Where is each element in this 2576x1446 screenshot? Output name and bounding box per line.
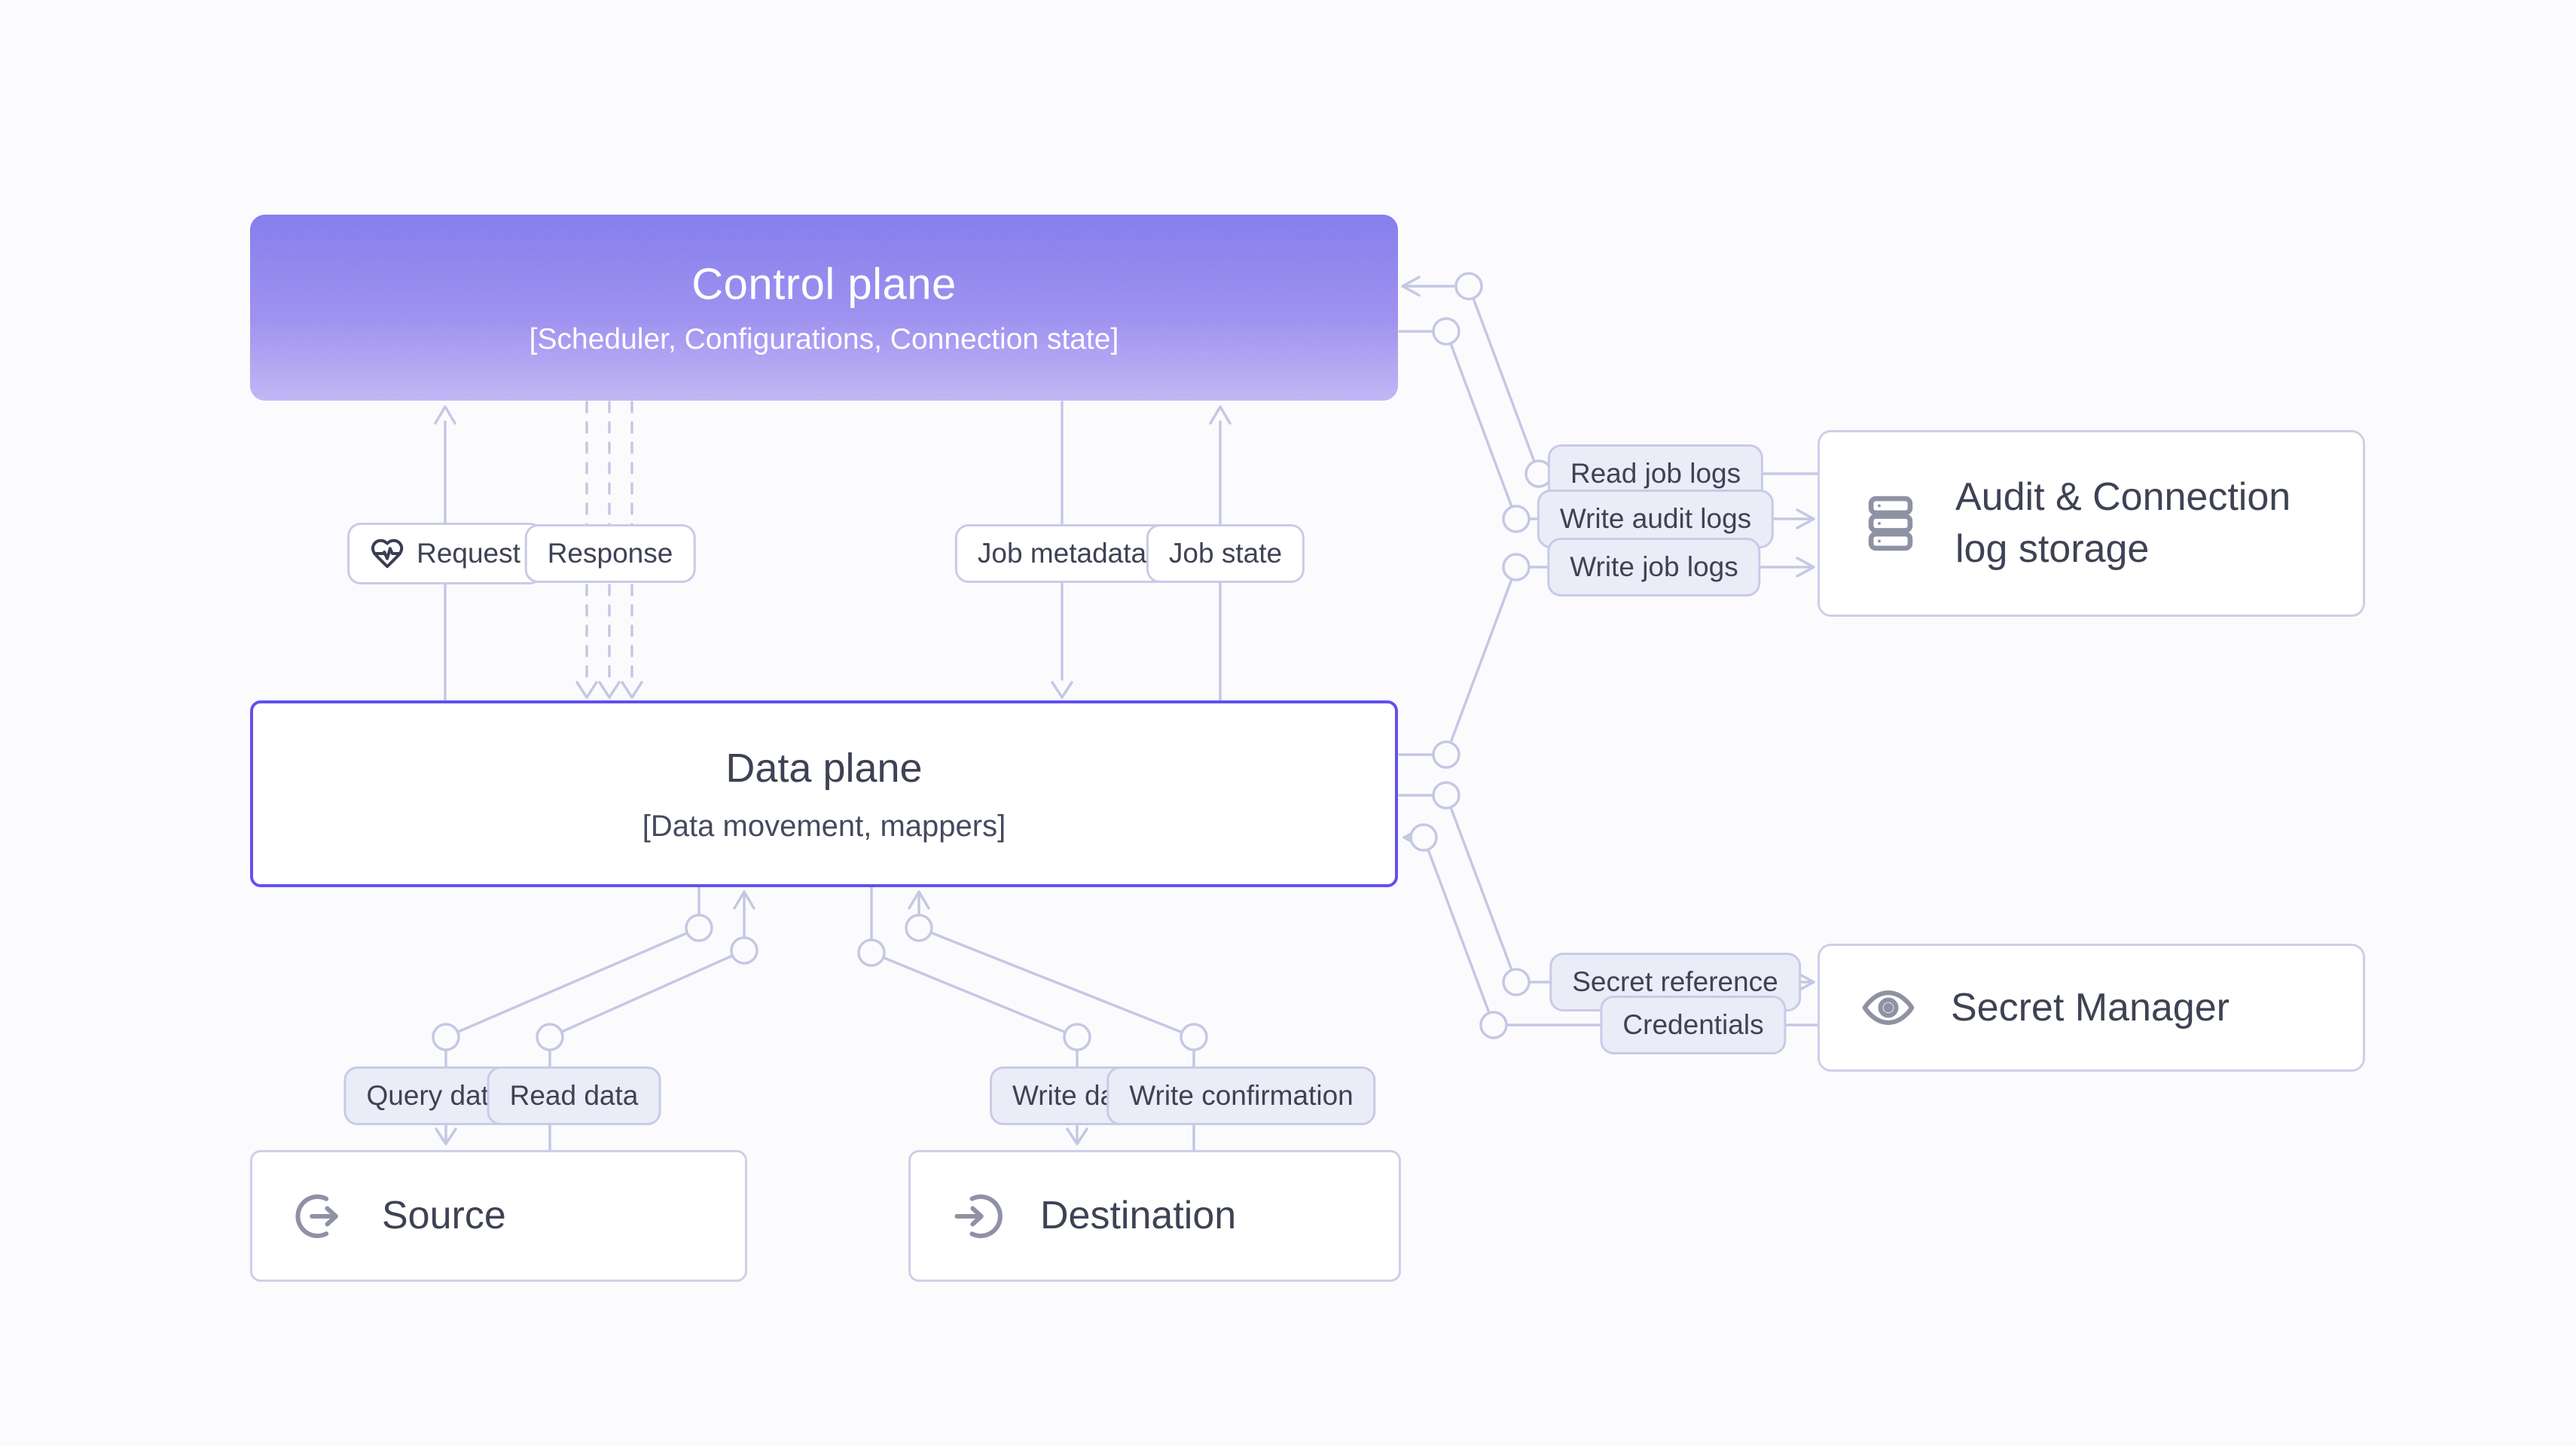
- control-plane-box: Control plane [Scheduler, Configurations…: [250, 215, 1398, 401]
- credentials-label: Credentials: [1600, 996, 1787, 1054]
- destination-title: Destination: [1040, 1194, 1237, 1238]
- junction-circles: [432, 272, 1553, 1051]
- destination-box: Destination: [908, 1150, 1401, 1282]
- response-label: Response: [524, 524, 696, 583]
- data-plane-box: Data plane [Data movement, mappers]: [250, 700, 1398, 887]
- control-plane-title: Control plane: [691, 260, 957, 309]
- eye-icon: [1859, 978, 1918, 1037]
- data-plane-title: Data plane: [725, 745, 923, 791]
- request-label: Request: [347, 523, 543, 584]
- job-state-label: Job state: [1146, 524, 1305, 583]
- database-icon: [1859, 492, 1922, 555]
- heart-pulse-icon: [370, 536, 404, 571]
- secret-manager-box: Secret Manager: [1818, 944, 2365, 1072]
- edge-response-arrowheads: [575, 681, 643, 699]
- source-box: Source: [250, 1150, 747, 1282]
- read-data-label: Read data: [487, 1066, 661, 1125]
- data-plane-subtitle: [Data movement, mappers]: [642, 809, 1006, 843]
- write-job-logs-label: Write job logs: [1547, 538, 1761, 596]
- destination-input-icon: [950, 1188, 1007, 1245]
- audit-log-storage-title: Audit & Connection log storage: [1955, 475, 2291, 571]
- job-metadata-label: Job metadata: [954, 524, 1170, 583]
- control-plane-subtitle: [Scheduler, Configurations, Connection s…: [529, 323, 1119, 355]
- source-title: Source: [382, 1194, 506, 1238]
- secret-manager-title: Secret Manager: [1951, 985, 2230, 1030]
- edge-response-lines: [585, 401, 633, 679]
- write-confirmation-label: Write confirmation: [1106, 1066, 1376, 1125]
- audit-log-storage-box: Audit & Connection log storage: [1818, 430, 2365, 617]
- source-output-icon: [291, 1188, 349, 1245]
